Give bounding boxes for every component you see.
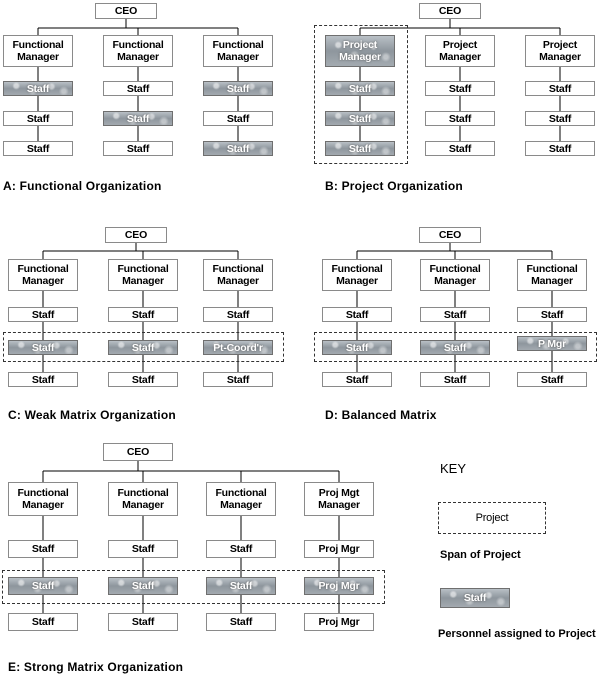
e-staff: Staff	[8, 540, 78, 558]
d-staff: Staff	[322, 372, 392, 387]
caption-d: D: Balanced Matrix	[325, 408, 437, 422]
e-staff-assigned: Staff	[108, 577, 178, 595]
b-project-span	[314, 25, 408, 164]
a-staff: Staff	[3, 111, 73, 126]
caption-b: B: Project Organization	[325, 179, 463, 193]
c-staff: Staff	[203, 307, 273, 322]
key-staff-sample: Staff	[440, 588, 510, 608]
d-functional-manager-3: Functional Manager	[517, 259, 587, 291]
e-proj-mgr-assigned: Proj Mgr	[304, 577, 374, 595]
b-staff-assigned: Staff	[325, 81, 395, 96]
e-ceo-box: CEO	[103, 443, 173, 461]
c-staff: Staff	[203, 372, 273, 387]
c-staff: Staff	[8, 372, 78, 387]
b-staff: Staff	[525, 81, 595, 96]
e-proj-mgr: Proj Mgr	[304, 613, 374, 631]
d-project-span	[314, 332, 597, 362]
c-functional-manager-2: Functional Manager	[108, 259, 178, 291]
b-staff: Staff	[425, 111, 495, 126]
e-project-span	[2, 570, 385, 604]
e-staff-assigned: Staff	[206, 577, 276, 595]
c-staff: Staff	[8, 307, 78, 322]
a-functional-manager-3: Functional Manager	[203, 35, 273, 67]
caption-a: A: Functional Organization	[3, 179, 162, 193]
e-functional-manager-1: Functional Manager	[8, 482, 78, 516]
c-functional-manager-3: Functional Manager	[203, 259, 273, 291]
a-staff: Staff	[203, 111, 273, 126]
b-staff: Staff	[525, 141, 595, 156]
d-staff: Staff	[420, 307, 490, 322]
a-staff-assigned: Staff	[103, 111, 173, 126]
d-functional-manager-1: Functional Manager	[322, 259, 392, 291]
e-staff: Staff	[8, 613, 78, 631]
a-functional-manager-1: Functional Manager	[3, 35, 73, 67]
c-staff: Staff	[108, 307, 178, 322]
b-staff: Staff	[425, 141, 495, 156]
a-staff: Staff	[103, 141, 173, 156]
e-functional-manager-3: Functional Manager	[206, 482, 276, 516]
d-functional-manager-2: Functional Manager	[420, 259, 490, 291]
c-staff: Staff	[108, 372, 178, 387]
b-project-manager-assigned: Project Manager	[325, 35, 395, 67]
b-ceo-box: CEO	[419, 3, 481, 19]
key-title: KEY	[440, 461, 467, 476]
d-staff: Staff	[517, 307, 587, 322]
c-staff-assigned: Staff	[8, 340, 78, 355]
c-ceo-box: CEO	[105, 227, 167, 243]
key-project-span	[438, 502, 546, 534]
e-proj-mgr: Proj Mgr	[304, 540, 374, 558]
a-functional-manager-2: Functional Manager	[103, 35, 173, 67]
e-proj-mgt-manager: Proj Mgt Manager	[304, 482, 374, 516]
a-staff: Staff	[3, 141, 73, 156]
b-staff: Staff	[525, 111, 595, 126]
e-staff-assigned: Staff	[8, 577, 78, 595]
a-staff: Staff	[103, 81, 173, 96]
d-staff: Staff	[517, 372, 587, 387]
b-project-manager-3: Project Manager	[525, 35, 595, 67]
d-ceo-box: CEO	[419, 227, 481, 243]
key-project-box: Project	[448, 508, 536, 528]
e-functional-manager-2: Functional Manager	[108, 482, 178, 516]
d-staff-assigned: Staff	[322, 340, 392, 355]
b-staff: Staff	[425, 81, 495, 96]
b-staff-assigned: Staff	[325, 141, 395, 156]
key-span-label: Span of Project	[440, 549, 521, 561]
c-project-span	[3, 332, 284, 362]
a-staff-assigned: Staff	[203, 81, 273, 96]
a-staff-assigned: Staff	[3, 81, 73, 96]
a-staff-assigned: Staff	[203, 141, 273, 156]
e-staff: Staff	[108, 540, 178, 558]
a-ceo-box: CEO	[95, 3, 157, 19]
c-staff-assigned: Staff	[108, 340, 178, 355]
d-project-manager-assigned: P Mgr	[517, 336, 587, 351]
e-staff: Staff	[108, 613, 178, 631]
e-staff: Staff	[206, 613, 276, 631]
e-staff: Staff	[206, 540, 276, 558]
d-staff-assigned: Staff	[420, 340, 490, 355]
d-staff: Staff	[322, 307, 392, 322]
caption-e: E: Strong Matrix Organization	[8, 660, 184, 674]
b-staff-assigned: Staff	[325, 111, 395, 126]
b-project-manager-2: Project Manager	[425, 35, 495, 67]
key-personnel-label: Personnel assigned to Project	[438, 628, 596, 640]
d-staff: Staff	[420, 372, 490, 387]
c-functional-manager-1: Functional Manager	[8, 259, 78, 291]
caption-c: C: Weak Matrix Organization	[8, 408, 176, 422]
c-project-coordinator: Pt-Coord'r	[203, 340, 273, 355]
